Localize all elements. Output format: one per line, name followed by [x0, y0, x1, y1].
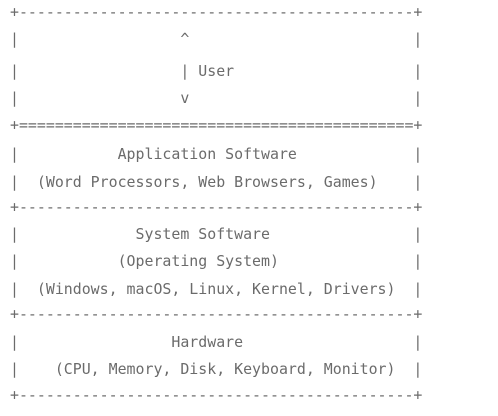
- top-border: +---------------------------------------…: [10, 3, 423, 21]
- system-software-title: | System Software |: [10, 225, 423, 243]
- system-software-examples: | (Windows, macOS, Linux, Kernel, Driver…: [10, 280, 423, 298]
- system-separator: +---------------------------------------…: [10, 305, 423, 323]
- bottom-border: +---------------------------------------…: [10, 386, 423, 404]
- hardware-examples: | (CPU, Memory, Disk, Keyboard, Monitor)…: [10, 360, 423, 378]
- application-software-examples: | (Word Processors, Web Browsers, Games)…: [10, 173, 423, 191]
- user-section-separator: +=======================================…: [10, 116, 423, 134]
- operating-system-label: | (Operating System) |: [10, 252, 423, 270]
- hardware-title: | Hardware |: [10, 333, 423, 351]
- application-software-title: | Application Software |: [10, 145, 423, 163]
- application-separator: +---------------------------------------…: [10, 198, 423, 216]
- down-arrow-row: | v |: [10, 89, 423, 107]
- user-label-row: | | User |: [10, 62, 423, 80]
- up-arrow-row: | ^ |: [10, 30, 423, 48]
